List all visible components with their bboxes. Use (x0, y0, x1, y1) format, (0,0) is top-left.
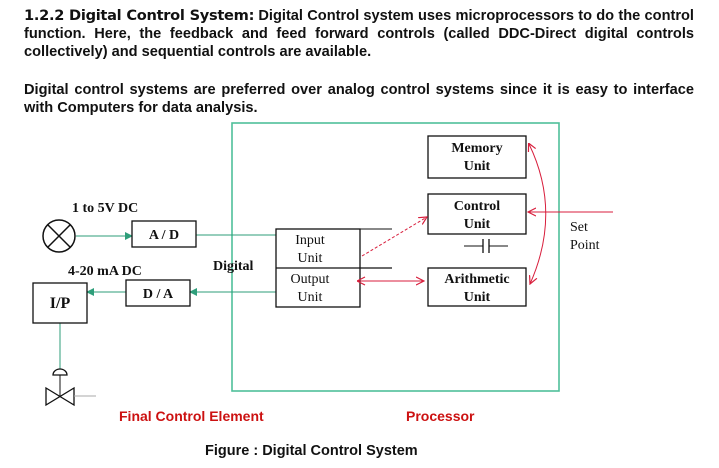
ip-converter-label: I/P (50, 295, 71, 312)
figure-caption: Figure : Digital Control System (205, 443, 418, 459)
control-unit-label-line2: Unit (464, 217, 491, 232)
sensor-icon (42, 219, 76, 253)
final-control-element-label: Final Control Element (119, 408, 264, 424)
da-converter-label: D / A (143, 287, 174, 302)
arithmetic-unit-box (427, 267, 527, 307)
set-point-label-line2: Point (570, 238, 600, 253)
intro-paragraph: 1.2.2 Digital Control System: Digital Co… (24, 7, 694, 61)
output-unit-label-line1: Output (291, 272, 330, 287)
memory-unit-box (427, 135, 527, 179)
capacitor-icon (464, 239, 508, 253)
memory-unit-label-line1: Memory (451, 141, 502, 156)
arithmetic-unit-label-line1: Arithmetic (444, 272, 509, 287)
advantage-paragraph: Digital control systems are preferred ov… (24, 82, 694, 116)
output-unit-label-line2: Unit (298, 290, 323, 305)
input-unit-label-line1: Input (295, 233, 325, 248)
input-unit-label-line2: Unit (298, 251, 323, 266)
arithmetic-unit-label-line2: Unit (464, 290, 491, 305)
control-to-input-dashed-line (361, 217, 427, 257)
output-signal-label: 4-20 mA DC (68, 264, 142, 279)
da-converter-box (125, 279, 191, 307)
processor-border (231, 122, 560, 392)
section-heading: 1.2.2 Digital Control System: (24, 7, 255, 24)
ip-converter-box (32, 282, 88, 324)
ad-converter-box (131, 220, 197, 248)
control-unit-label-line1: Control (454, 199, 501, 214)
control-unit-box (427, 193, 527, 235)
digital-label: Digital (213, 259, 254, 274)
intro-body: Digital Control system uses microprocess… (24, 8, 694, 60)
sensor-signal-label: 1 to 5V DC (72, 201, 138, 216)
control-valve-icon (45, 368, 96, 407)
ad-converter-label: A / D (149, 228, 179, 243)
set-point-label-line1: Set (570, 220, 588, 235)
memory-unit-label-line2: Unit (464, 159, 491, 174)
processor-label: Processor (406, 408, 475, 424)
memory-arithmetic-curve (529, 144, 547, 284)
